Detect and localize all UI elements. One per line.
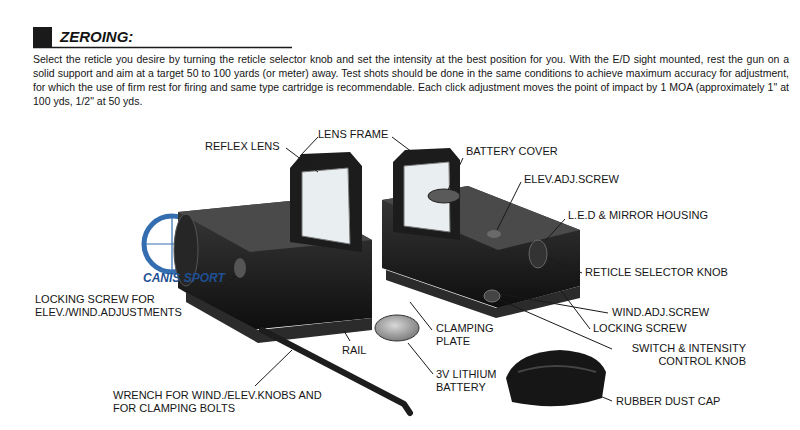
leader-line (448, 158, 463, 190)
lens-frame (393, 148, 460, 240)
leader-line (500, 294, 608, 313)
section-heading: ZEROING: (60, 28, 133, 46)
part-label: LOCKING SCREW (593, 322, 687, 335)
dust-cap (506, 350, 606, 406)
heading-rule (33, 47, 292, 49)
leader-line (546, 219, 565, 240)
switch-knob (484, 290, 500, 302)
leader-line (497, 182, 521, 230)
leader-line (300, 137, 318, 156)
sight-base (186, 292, 372, 343)
part-label: LENS FRAME (318, 128, 388, 141)
reticle-knob (529, 240, 547, 268)
leader-line (286, 148, 318, 172)
part-label: SWITCH & INTENSITY CONTROL KNOB (612, 342, 746, 369)
leader-line (544, 268, 590, 329)
leader-line (344, 331, 350, 341)
part-label: ELEV.ADJ.SCREW (524, 173, 619, 186)
part-label: CLAMPING PLATE (436, 322, 498, 349)
battery-cover (428, 189, 460, 203)
part-label: RUBBER DUST CAP (616, 395, 720, 408)
battery-disc (375, 315, 419, 341)
reflex-lens (302, 168, 350, 244)
part-label: BATTERY COVER (466, 145, 558, 158)
leader-line (410, 302, 432, 330)
elevation-screw (487, 230, 501, 238)
locking-screw (234, 258, 246, 278)
heading-square (33, 27, 52, 47)
part-label: RAIL (342, 344, 366, 357)
part-label: RETICLE SELECTOR KNOB (585, 266, 728, 279)
part-label: WRENCH FOR WIND./ELEV.KNOBS AND FOR CLAM… (113, 389, 345, 416)
part-label: 3V LITHIUM BATTERY (436, 368, 516, 395)
instruction-text: Select the reticle you desire by turning… (33, 52, 789, 108)
logo-crosshair (171, 216, 172, 272)
part-label: L.E.D & MIRROR HOUSING (568, 209, 708, 222)
part-label: WIND.ADJ.SCREW (612, 306, 709, 319)
leader-line (255, 350, 292, 386)
leader-line (548, 258, 582, 273)
watermark: CANIS SPORT (143, 271, 225, 286)
leader-line (392, 137, 412, 152)
left-sight (174, 152, 372, 343)
lens-frame (290, 152, 362, 252)
part-label: REFLEX LENS (205, 140, 280, 153)
leader-line (408, 343, 433, 374)
part-label: LOCKING SCREW FOR ELEV./WIND.ADJUSTMENTS (35, 293, 225, 320)
leader-line (600, 396, 612, 401)
dust-cap-rim (518, 366, 596, 372)
